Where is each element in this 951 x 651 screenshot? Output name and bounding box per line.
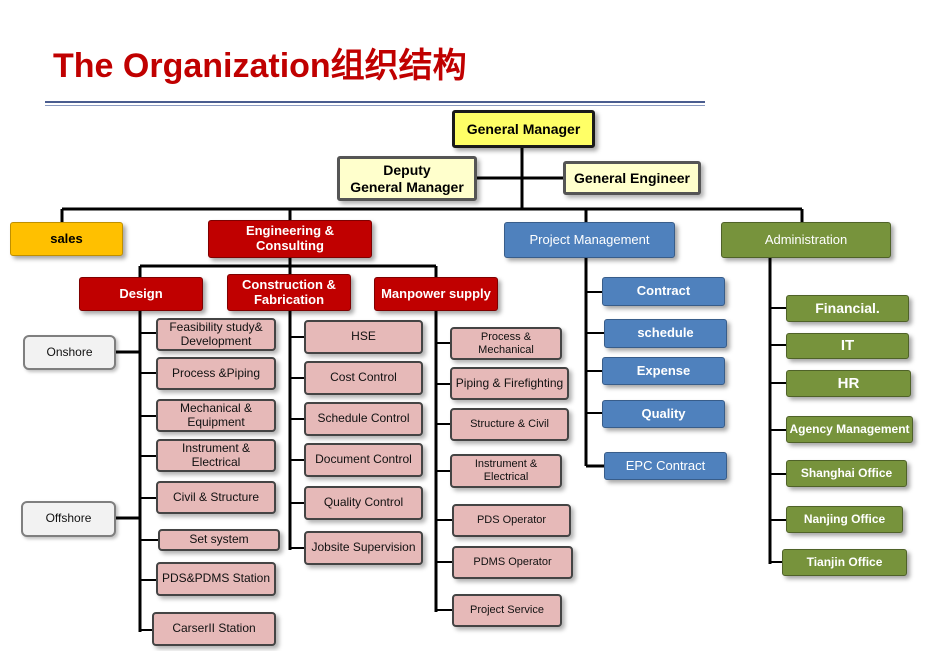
manpower-item-line2: Electrical — [483, 471, 529, 483]
manpower-item[interactable]: PDMS Operator — [452, 546, 573, 579]
design-item-line1: Mechanical & — [179, 400, 253, 415]
offshore-box[interactable]: Offshore — [21, 501, 116, 537]
manpower-supply-box[interactable]: Manpower supply — [374, 277, 498, 311]
administration-box[interactable]: Administration — [721, 222, 891, 258]
admin-item-hr[interactable]: HR — [786, 370, 911, 397]
manpower-item-line1: Process & Mechanical — [478, 330, 534, 356]
manpower-item[interactable]: Structure & Civil — [450, 408, 569, 441]
admin-item-it[interactable]: IT — [786, 333, 909, 359]
design-item-line1: Instrument & — [181, 440, 251, 455]
design-item-line2: Electrical — [191, 454, 241, 469]
design-item-line1: Set system — [189, 532, 249, 547]
design-item-line1: Process &Piping — [171, 365, 261, 380]
admin-item-shanghai-office[interactable]: Shanghai Office — [786, 460, 907, 487]
construction-item[interactable]: Document Control — [304, 443, 423, 477]
design-item[interactable]: Instrument & Electrical — [156, 439, 276, 472]
title-divider — [45, 101, 705, 106]
sales-box[interactable]: sales — [10, 222, 123, 256]
design-box[interactable]: Design — [79, 277, 203, 311]
pm-item-schedule[interactable]: schedule — [604, 319, 727, 348]
design-item[interactable]: Mechanical & Equipment — [156, 399, 276, 432]
manpower-item[interactable]: PDS Operator — [452, 504, 571, 537]
deputy-line2: General Manager — [350, 178, 464, 195]
construction-item[interactable]: Quality Control — [304, 486, 423, 520]
admin-item-nanjing-office[interactable]: Nanjing Office — [786, 506, 903, 533]
deputy-line1: Deputy — [383, 162, 431, 179]
pm-item-contract[interactable]: Contract — [602, 277, 725, 306]
construction-line2: Fabrication — [253, 291, 325, 307]
manpower-item-line1: Project Service — [470, 604, 544, 617]
design-item-line2: Development — [180, 333, 252, 348]
design-item-line1: CarserII Station — [172, 621, 256, 636]
page-title: The Organization组织结构 — [53, 47, 467, 85]
construction-item[interactable]: Schedule Control — [304, 402, 423, 436]
manpower-item-line1: Piping & Firefighting — [455, 375, 564, 390]
project-management-box[interactable]: Project Management — [504, 222, 675, 258]
construction-fabrication-box[interactable]: Construction & Fabrication — [227, 274, 351, 311]
design-item-line1: PDS&PDMS Station — [161, 571, 271, 586]
manpower-item-line1: PDMS Operator — [473, 556, 552, 569]
pm-item-epc-contract[interactable]: EPC Contract — [604, 452, 727, 480]
construction-item[interactable]: Cost Control — [304, 361, 423, 395]
engineering-line2: Consulting — [256, 238, 324, 253]
construction-line1: Construction & — [242, 276, 336, 292]
admin-item-financial[interactable]: Financial. — [786, 295, 909, 322]
design-item[interactable]: Feasibility study& Development — [156, 318, 276, 351]
admin-item-agency-management[interactable]: Agency Management — [786, 416, 913, 443]
construction-item[interactable]: Jobsite Supervision — [304, 531, 423, 565]
design-item[interactable]: Civil & Structure — [156, 481, 276, 514]
general-engineer-box[interactable]: General Engineer — [563, 161, 701, 195]
pm-item-expense[interactable]: Expense — [602, 357, 725, 385]
design-item-line2: Equipment — [187, 414, 245, 429]
general-manager-box[interactable]: General Manager — [452, 110, 595, 148]
manpower-item[interactable]: Piping & Firefighting — [450, 367, 569, 400]
engineering-consulting-box[interactable]: Engineering & Consulting — [208, 220, 372, 258]
design-item[interactable]: CarserII Station — [152, 612, 276, 646]
manpower-item-line1: Instrument & — [474, 458, 538, 471]
manpower-item-line1: Structure & Civil — [470, 418, 549, 431]
pm-item-quality[interactable]: Quality — [602, 400, 725, 428]
manpower-item[interactable]: Process & Mechanical — [450, 327, 562, 360]
design-item-line1: Civil & Structure — [172, 489, 260, 504]
onshore-box[interactable]: Onshore — [23, 335, 116, 370]
design-item-line1: Feasibility study& — [169, 319, 263, 334]
design-item[interactable]: PDS&PDMS Station — [156, 562, 276, 596]
manpower-item[interactable]: Project Service — [452, 594, 562, 627]
design-item[interactable]: Set system — [158, 529, 280, 551]
deputy-general-manager-box[interactable]: Deputy General Manager — [337, 156, 477, 201]
design-item[interactable]: Process &Piping — [156, 357, 276, 390]
manpower-item-line1: PDS Operator — [476, 514, 547, 527]
construction-item[interactable]: HSE — [304, 320, 423, 354]
admin-item-tianjin-office[interactable]: Tianjin Office — [782, 549, 907, 576]
manpower-item[interactable]: Instrument & Electrical — [450, 454, 562, 488]
engineering-line1: Engineering & — [245, 223, 335, 239]
